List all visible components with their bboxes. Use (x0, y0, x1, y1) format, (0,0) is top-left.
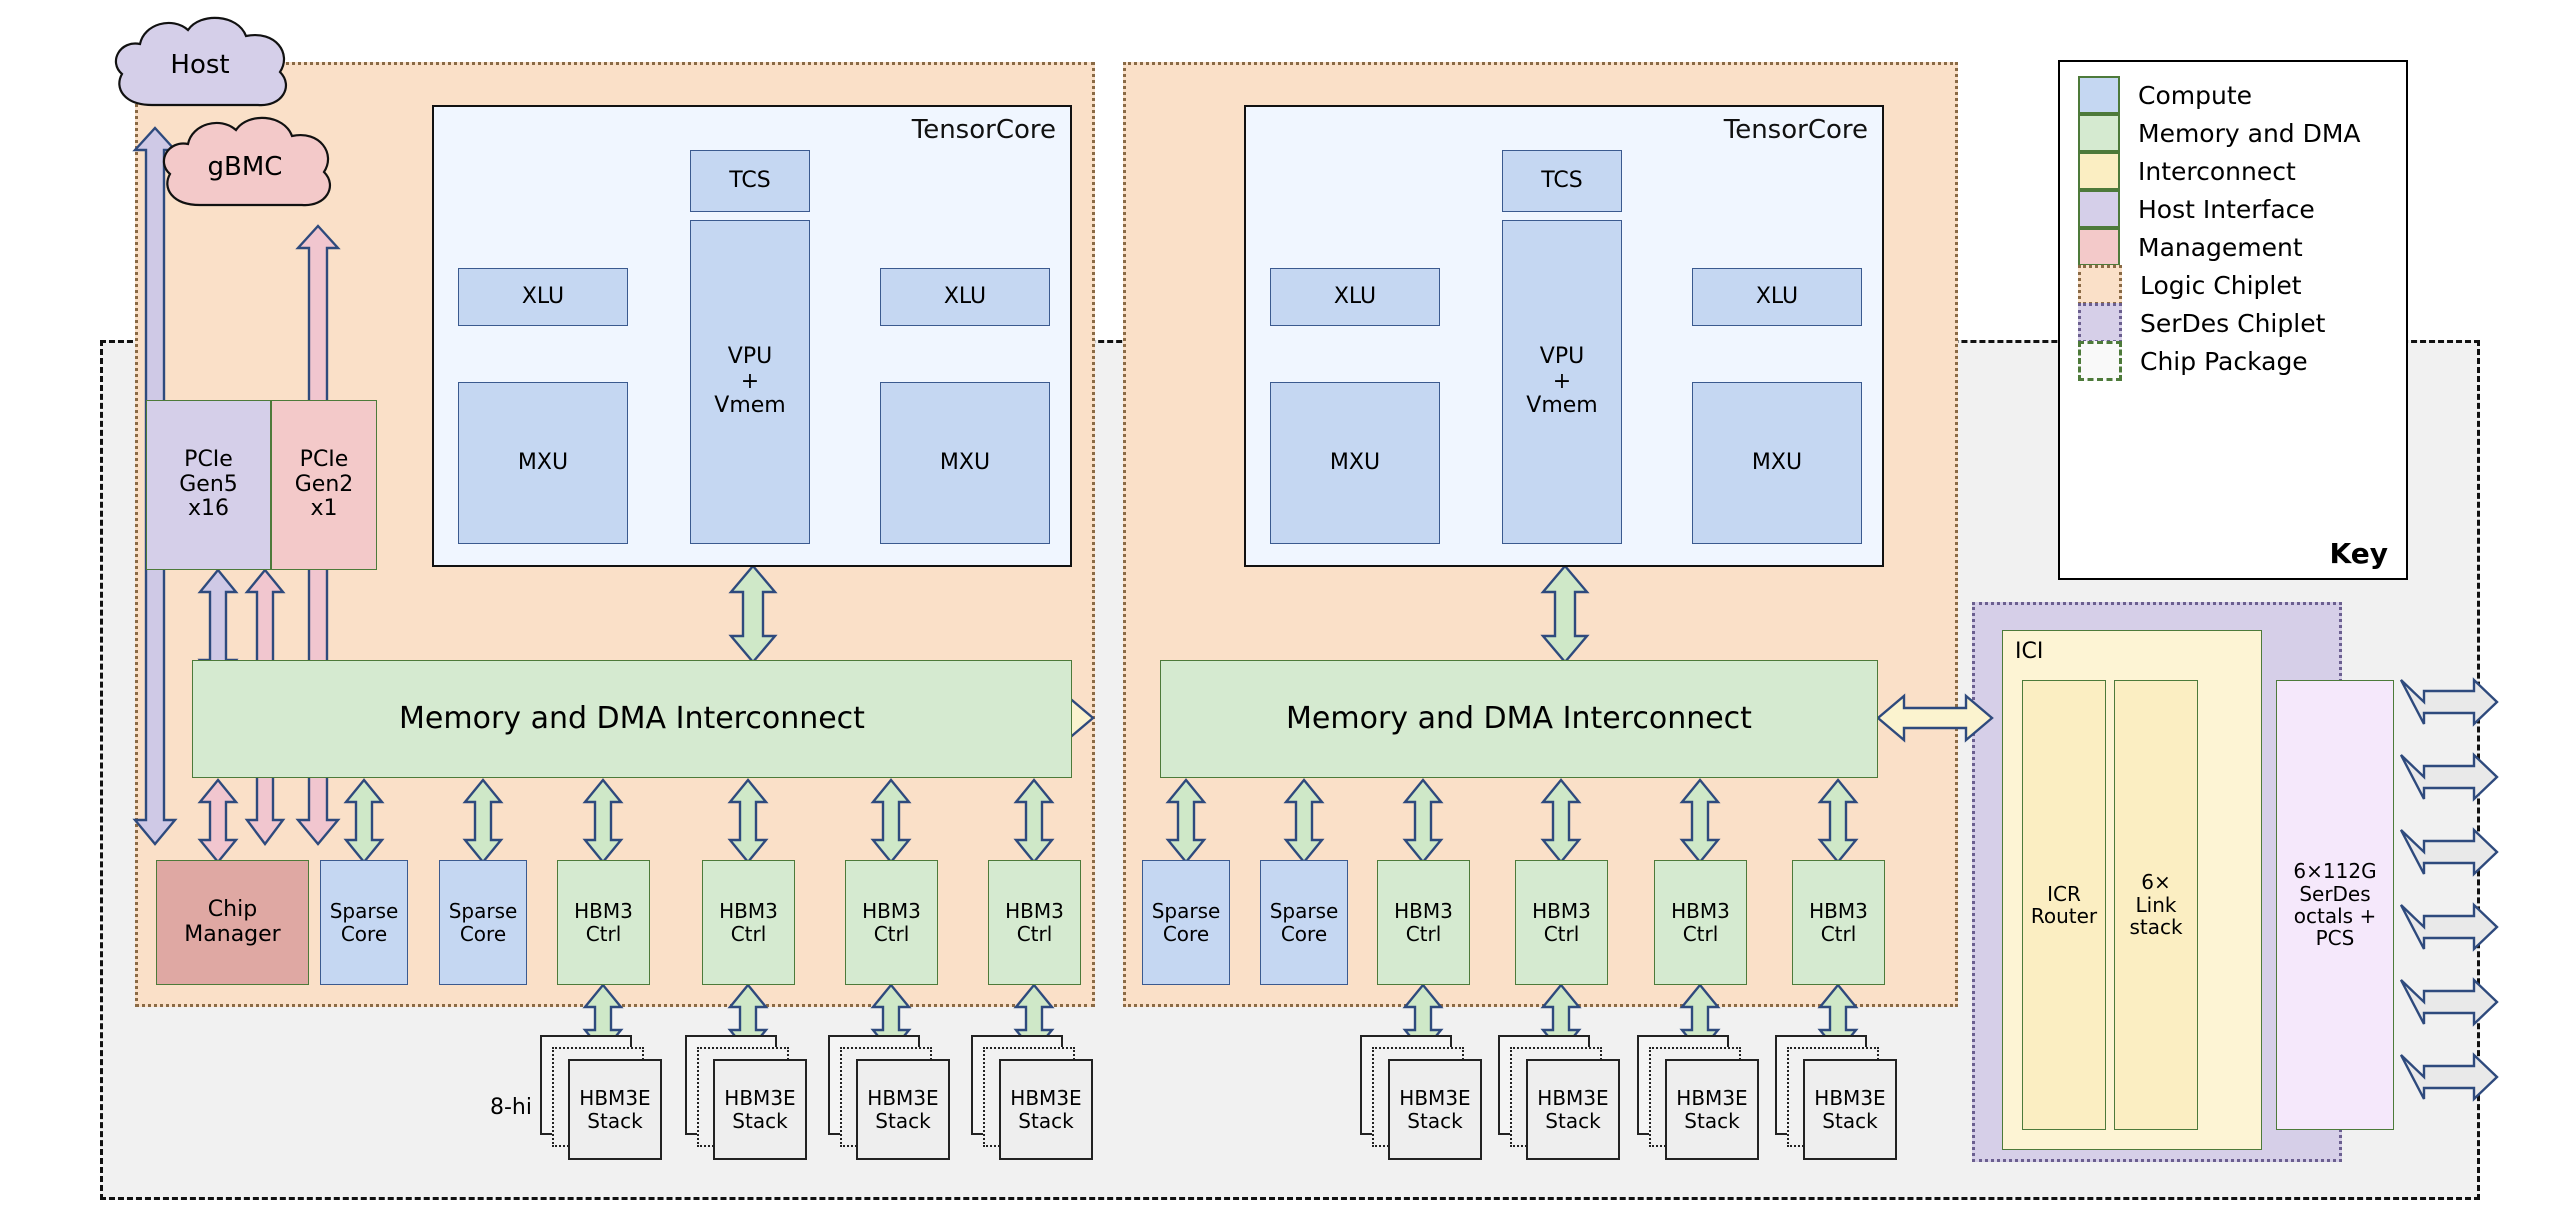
legend-label-memory-dma: Memory and DMA (2138, 118, 2361, 148)
legend-key: Compute Memory and DMA Interconnect Host… (2058, 60, 2408, 580)
legend-swatch-management (2078, 228, 2120, 266)
gbmc-cloud-label: gBMC (207, 152, 283, 182)
xlu-right-b: XLU (1692, 268, 1862, 326)
hbm3-ctrl-l3: HBM3 Ctrl (845, 860, 938, 985)
tcs-left: TCS (690, 150, 810, 212)
legend-item-logic-chiplet: Logic Chiplet (2078, 265, 2406, 305)
legend-swatch-compute (2078, 76, 2120, 114)
legend-item-serdes-chiplet: SerDes Chiplet (2078, 303, 2406, 343)
serdes-octals-block: 6×112G SerDes octals + PCS (2276, 680, 2394, 1130)
hbm3-ctrl-l4: HBM3 Ctrl (988, 860, 1081, 985)
mxu-left-a: MXU (458, 382, 628, 544)
memory-dma-interconnect-right: Memory and DMA Interconnect (1160, 660, 1878, 778)
legend-item-interconnect: Interconnect (2078, 152, 2406, 190)
hbm3e-stack-l3: HBM3E Stack (828, 1035, 950, 1160)
mxu-right-b: MXU (1692, 382, 1862, 544)
legend-swatch-interconnect (2078, 152, 2120, 190)
ici-label: ICI (2015, 639, 2044, 664)
hbm3-ctrl-r2: HBM3 Ctrl (1515, 860, 1608, 985)
pcie-gen2-block: PCIe Gen2 x1 (271, 400, 377, 570)
hbm3e-stack-r1: HBM3E Stack (1360, 1035, 1482, 1160)
legend-swatch-serdes-chiplet (2078, 303, 2122, 343)
legend-swatch-host-interface (2078, 190, 2120, 228)
sparse-core-l1: Sparse Core (320, 860, 408, 985)
hbm3e-stack-l2: HBM3E Stack (685, 1035, 807, 1160)
host-cloud-label: Host (170, 50, 230, 80)
hbm3e-stack-l4: HBM3E Stack (971, 1035, 1093, 1160)
legend-label-logic-chiplet: Logic Chiplet (2140, 270, 2302, 300)
hbm3e-stack-r4: HBM3E Stack (1775, 1035, 1897, 1160)
hbm3e-stack-r3: HBM3E Stack (1637, 1035, 1759, 1160)
legend-label-chip-package: Chip Package (2140, 346, 2308, 376)
xlu-left-a: XLU (458, 268, 628, 326)
hbm3-ctrl-l2: HBM3 Ctrl (702, 860, 795, 985)
legend-swatch-memory-dma (2078, 114, 2120, 152)
hbm3-ctrl-r4: HBM3 Ctrl (1792, 860, 1885, 985)
pcie-gen5-block: PCIe Gen5 x16 (146, 400, 271, 570)
link-stack-block: 6× Link stack (2114, 680, 2198, 1130)
tensorcore-left-title: TensorCore (911, 115, 1056, 145)
legend-label-host-interface: Host Interface (2138, 194, 2315, 224)
xlu-right-a: XLU (1270, 268, 1440, 326)
sparse-core-r2: Sparse Core (1260, 860, 1348, 985)
legend-label-serdes-chiplet: SerDes Chiplet (2140, 308, 2326, 338)
tensorcore-right-title: TensorCore (1723, 115, 1868, 145)
legend-label-management: Management (2138, 232, 2303, 262)
hbm-stack-height-label: 8-hi (490, 1095, 532, 1120)
legend-swatch-logic-chiplet (2078, 265, 2122, 305)
legend-label-interconnect: Interconnect (2138, 156, 2296, 186)
legend-item-memory-dma: Memory and DMA (2078, 114, 2406, 152)
xlu-left-b: XLU (880, 268, 1050, 326)
hbm3-ctrl-r3: HBM3 Ctrl (1654, 860, 1747, 985)
sparse-core-r1: Sparse Core (1142, 860, 1230, 985)
legend-item-management: Management (2078, 228, 2406, 266)
tcs-right: TCS (1502, 150, 1622, 212)
legend-item-chip-package: Chip Package (2078, 341, 2406, 381)
icr-router-block: ICR Router (2022, 680, 2106, 1130)
chip-manager-block: Chip Manager (156, 860, 309, 985)
host-cloud: Host (100, 10, 300, 125)
gbmc-cloud: gBMC (150, 110, 340, 225)
legend-title: Key (2329, 537, 2388, 570)
legend-swatch-chip-package (2078, 341, 2122, 381)
hbm3e-stack-l1: HBM3E Stack (540, 1035, 662, 1160)
legend-item-compute: Compute (2078, 76, 2406, 114)
vpu-vmem-left: VPU + Vmem (690, 220, 810, 544)
memory-dma-interconnect-left: Memory and DMA Interconnect (192, 660, 1072, 778)
legend-label-compute: Compute (2138, 80, 2253, 110)
hbm3-ctrl-r1: HBM3 Ctrl (1377, 860, 1470, 985)
mxu-right-a: MXU (1270, 382, 1440, 544)
hbm3e-stack-r2: HBM3E Stack (1498, 1035, 1620, 1160)
mxu-left-b: MXU (880, 382, 1050, 544)
legend-item-host-interface: Host Interface (2078, 190, 2406, 228)
vpu-vmem-right: VPU + Vmem (1502, 220, 1622, 544)
hbm3-ctrl-l1: HBM3 Ctrl (557, 860, 650, 985)
sparse-core-l2: Sparse Core (439, 860, 527, 985)
